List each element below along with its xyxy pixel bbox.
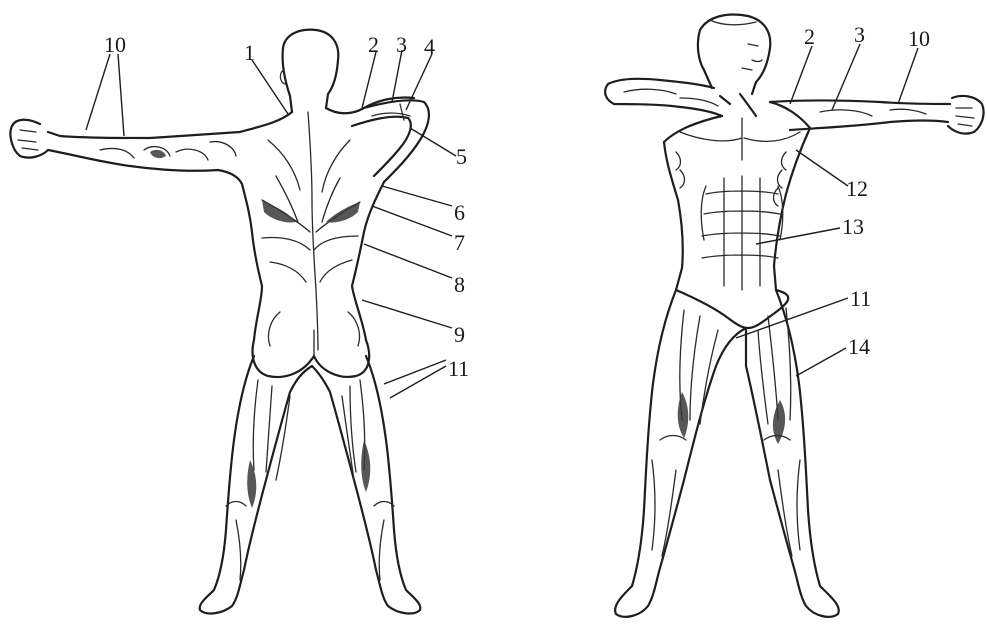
front-label-11: 11 [850,286,871,311]
front-pelvis [676,290,788,328]
front-rectus-abdominis [702,176,780,290]
back-label-9: 9 [454,322,465,347]
back-label-6: 6 [454,200,465,225]
back-label-11: 11 [448,356,469,381]
front-label-10: 10 [908,26,930,51]
back-view-figure [10,30,429,614]
back-head [283,30,339,112]
front-label-2: 2 [804,24,815,49]
front-labels: 2 3 10 12 13 11 14 [804,22,930,359]
front-right-leg [746,290,839,617]
back-leader-lines [86,50,456,398]
back-label-4: 4 [424,34,435,59]
back-label-7: 7 [454,230,465,255]
back-label-5: 5 [456,144,467,169]
front-serratus [676,152,786,206]
back-label-8: 8 [454,272,465,297]
back-label-3: 3 [396,32,407,57]
back-label-1: 1 [244,40,255,65]
front-leader-lines [736,44,918,376]
front-torso [664,128,810,290]
front-label-12: 12 [846,176,868,201]
front-label-3: 3 [854,22,865,47]
front-label-14: 14 [848,334,870,359]
back-label-10: 10 [104,32,126,57]
front-label-13: 13 [842,214,864,239]
back-label-2: 2 [368,32,379,57]
front-left-leg [615,290,746,617]
front-head [698,15,770,94]
front-view-figure [605,15,983,617]
front-arm-extended [770,96,984,134]
